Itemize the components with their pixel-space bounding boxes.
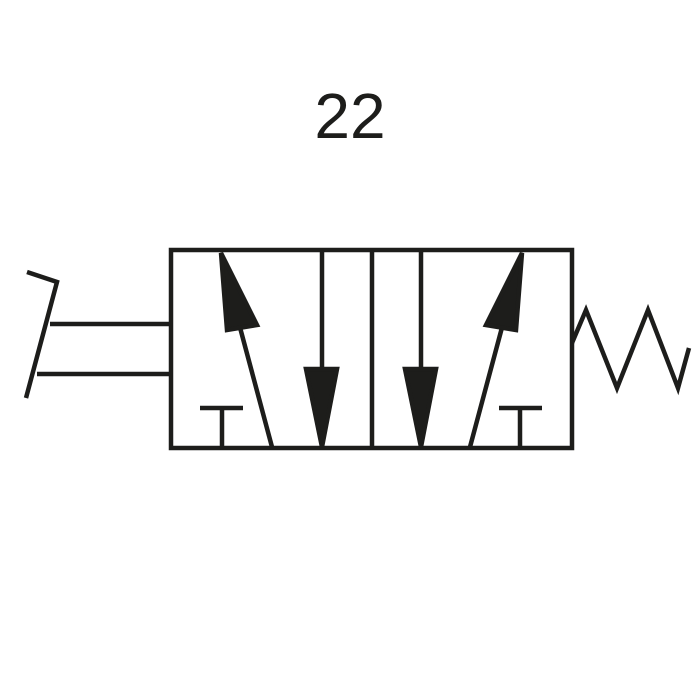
arrow-up-right-icon	[482, 251, 525, 333]
spring-return-icon	[569, 303, 692, 396]
right-position-flows	[402, 250, 542, 448]
lever-actuator-icon	[23, 269, 171, 399]
arrow-down-icon	[303, 366, 340, 448]
left-position-flows	[200, 250, 340, 448]
arrow-up-left-icon	[218, 251, 261, 333]
valve-number-label: 22	[314, 80, 386, 152]
arrow-down-icon	[402, 366, 439, 448]
exhaust-blocked-icon	[499, 405, 542, 448]
exhaust-blocked-icon	[200, 405, 243, 448]
